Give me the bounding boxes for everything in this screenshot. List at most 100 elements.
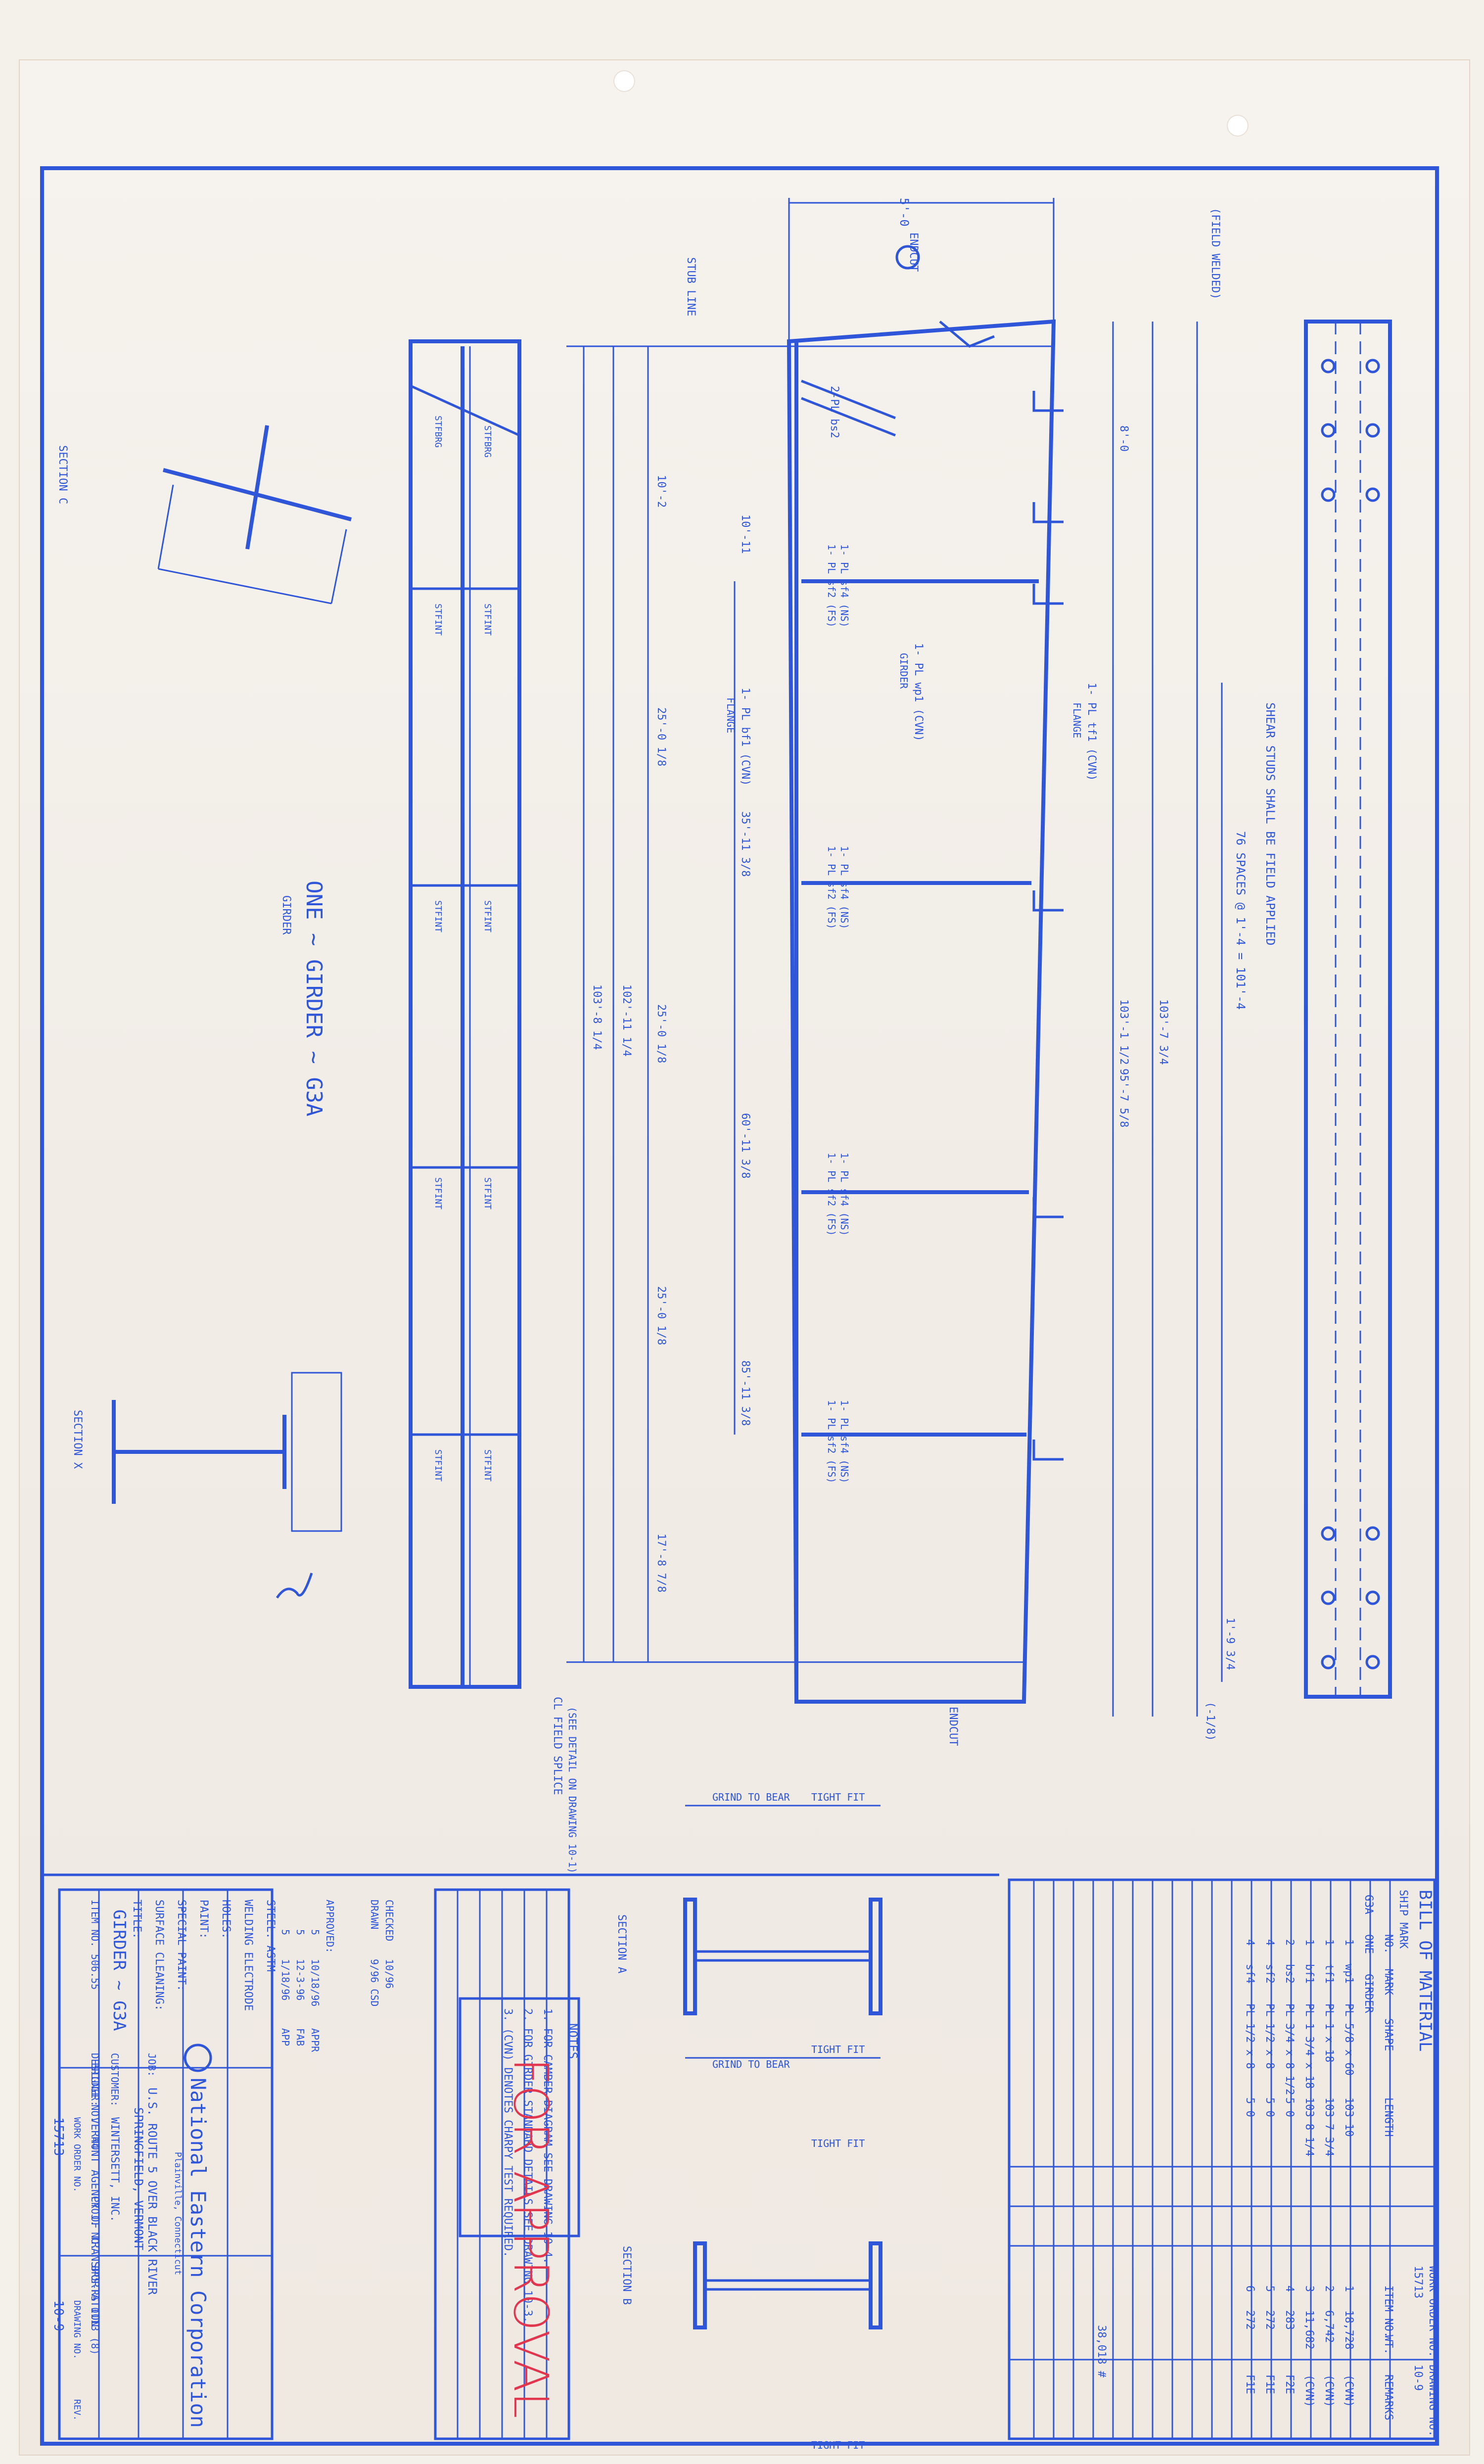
bom-cell: 1 [1343,1939,1355,1946]
tight-fit-a-bottom: TIGHT FIT [811,2044,865,2055]
dim-label: 25'-0 1/8 [655,1004,667,1063]
sf4-label: 1- PL sf4 (NS) [838,1400,850,1484]
bom-row: 4 sf4 PL 1/2 x 8 5 0 6 272 F1E [1244,1939,1256,2394]
sf4-label: 1- PL sf4 (NS) [838,544,850,628]
company-name: National Eastern Corporation [186,2078,210,2428]
bom-cell: PL 5/8 x 60 [1343,2003,1355,2076]
section-a-label-group: SECTION A [615,1914,628,1973]
girder-elevation [566,198,1223,1717]
view-title-group: ONE ~ GIRDER ~ G3A GIRDER [280,881,326,1116]
drawing-no-label: DRAWING NO. [72,2300,82,2359]
endcut-bottom: ENDCUT [947,1707,959,1746]
note-item: 1. FOR CAMBER DIAGRAM SEE DRAWING 10-4. [541,2008,554,2264]
bom-header: WT. [1382,2335,1394,2355]
stiffener-tag: STFINT [433,604,443,636]
rev-no: 5 [309,1929,321,1935]
bom-grid [1008,1878,1436,2440]
bs2-label: 2-PL bs2 [828,386,840,438]
bom-row: 1 wp1 PL 5/8 x 60 103 10 1 18,728 (CVN) [1343,1939,1355,2407]
section-marker-b [1032,890,1064,912]
bom-cell: bs2 [1283,1964,1296,1984]
endcut-top-group: ENDCUT [907,232,920,272]
grind-to-bear-top: GRIND TO BEAR [712,1791,790,1803]
bom-cell: (CVN) [1303,2374,1315,2407]
bom-cell: bf1 [1303,1964,1315,1984]
flange-outline [1304,320,1392,1699]
dim-label-group: 5'-0 [897,198,911,227]
bom-cell: sf2 [1263,1964,1276,1984]
tf1-label-group: 1- PL tf1 (CVN) FLANGE [1071,683,1098,781]
dim-right-label: 8'-0 [1117,425,1130,452]
rev-date: 12-3-96 [294,1959,306,2000]
section-b-web [703,2279,872,2291]
bom-cell: F1E [1244,2374,1256,2394]
company-location: Plainville, Connecticut [173,2152,183,2275]
stiffener-tag: STFBRG [433,416,443,448]
rev-desc: FAB [294,2028,306,2046]
bom-header: REMARKS [1382,2374,1394,2420]
top-flange-plan [1304,320,1392,1699]
note-item: 2. FOR GIRDER STANDARD DETAILS SEE DRAWI… [521,2008,534,2323]
dim-left-label: 25'-0 1/8 [655,1286,667,1345]
bs2-label-group: 2-PL bs2 [828,386,840,438]
bf1-label: 1- PL bf1 (CVN) [739,688,751,786]
spec-row: SURFACE CLEANING: [153,1900,165,2011]
stfint-label: STFINT [482,900,493,932]
item-no: 506.55 [89,1954,101,1990]
bom-drawing-no: 10-9 [1412,2365,1424,2391]
stiffener-tag: STFBRG [482,425,493,458]
bolt-hole [1321,487,1336,502]
drawing-title: GIRDER ~ G3A [109,1909,129,2031]
tight-fit-b-bottom: TIGHT FIT [811,2439,865,2451]
shear-studs-group: SHEAR STUDS SHALL BE FIELD APPLIED 76 SP… [1234,702,1277,1010]
stiffener-tag: STFINT [482,1177,493,1209]
section-b-label: SECTION B [620,2246,633,2305]
bom-cell: 18,728 [1343,2310,1355,2349]
section-marker-b [1032,1440,1064,1461]
dim-right-label: 103'-1 1/2 [1117,999,1130,1065]
stfint-label: STFINT [482,1449,493,1482]
bom-cell: 4 [1263,1939,1276,1946]
dim-right-label: 103'-7 3/4 [1157,999,1169,1065]
field-welded: (FIELD WELDED) [1209,208,1221,299]
section-b-label-group: SECTION B [620,2246,633,2305]
bom-ship-mark: G3A [1362,1895,1375,1914]
bom-row: 1 bf1 PL 1 3/4 x 18 103 8 1/4 3 11,682 (… [1303,1939,1315,2407]
bom-header: ITEM NO. [1382,2285,1394,2338]
dim-left-label: 103'-8 1/4 [591,984,603,1050]
girder-web-outline [787,319,1056,1704]
wp1-label: 1- PL wp1 (CVN) [912,643,925,742]
bolt-hole [1365,487,1380,502]
stiffener-label-group: 1- PL sf4 (NS) 1- PL sf2 (FS) [826,544,850,628]
bom-title: BILL OF MATERIAL [1415,1890,1435,2052]
dim-label: 103'-7 3/4 [1157,999,1169,1065]
bom-total: 38,018 # [1095,2325,1108,2378]
stfint-label: STFINT [433,900,443,932]
stfbrg-label: STFBRG [433,416,443,448]
dim-ext [157,484,174,569]
spec-row: WELDING ELECTRODE [242,1900,254,2011]
bolt-hole [1365,1526,1380,1541]
notes-box [459,1997,580,2237]
tf1-label: 1- PL tf1 (CVN) [1085,683,1098,781]
sf4-label: 1- PL sf4 (NS) [838,846,850,930]
bom-cell: 5 [1263,2285,1276,2292]
bom-cell: PL 1/2 x 8 [1263,2003,1276,2069]
punch-hole [1227,115,1249,137]
stfint-label: STFINT [482,604,493,636]
bolt-hole [1365,359,1380,373]
approval-check-mark [276,1573,313,1599]
checked-label: CHECKED [383,1900,395,1941]
designer: VERMONT AGENCY OF TRANSPORTATION [89,2117,101,2327]
sf2-label: 1- PL sf2 (FS) [826,846,837,930]
customer: WINTERSETT, INC. [108,2117,121,2222]
section-c-detail [157,425,352,604]
stiffener-label-group: 1- PL sf4 (NS) 1- PL sf2 (FS) [826,1400,850,1484]
tight-fit-a: TIGHT FIT [811,1791,865,1803]
bom-cell: 103 8 1/4 [1303,2097,1315,2156]
bottom-flange-plan [409,339,521,1689]
section-a-label: SECTION A [615,1914,628,1973]
sf2-label: 1- PL sf2 (FS) [826,1400,837,1484]
bom-cell: (CVN) [1323,2374,1335,2407]
